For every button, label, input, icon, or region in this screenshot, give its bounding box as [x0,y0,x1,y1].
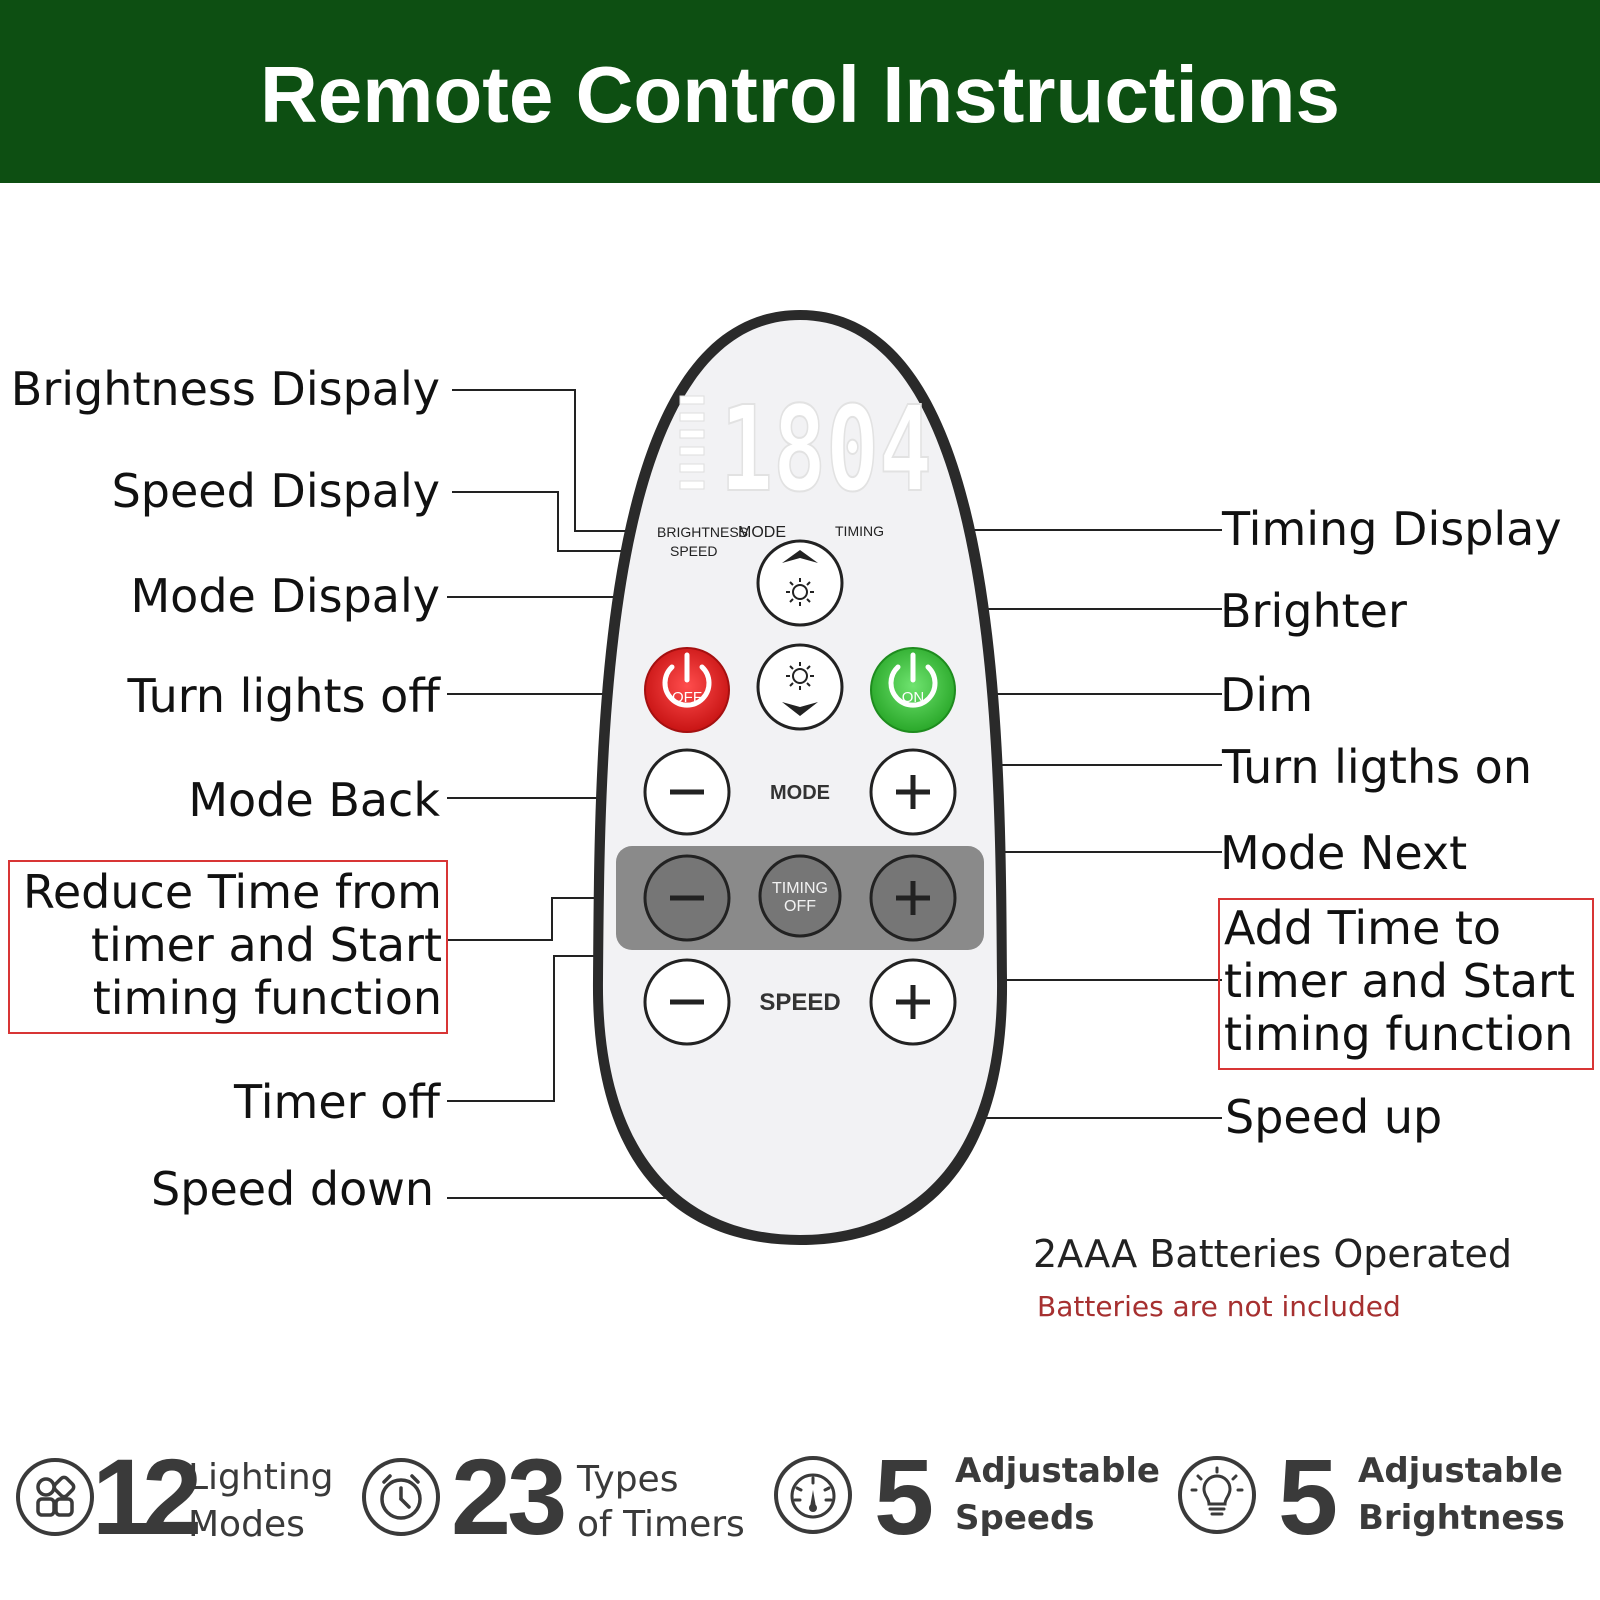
label-speed-down: Speed down [151,1162,434,1216]
reduce-time-button[interactable] [643,854,731,942]
timer-icon [362,1458,440,1536]
off-label: OFF [672,689,702,706]
label-dim: Dim [1220,668,1314,722]
feature-number-speeds: 5 [874,1436,935,1557]
feature-text-timers-1: Types [577,1459,679,1500]
digit-readout: 1804 [720,380,932,518]
page-title: Remote Control Instructions [259,50,1341,139]
label-mode-back: Mode Back [188,773,440,827]
label-timer-off: Timer off [234,1075,440,1129]
brightness-bar [679,446,705,456]
timing-off-button[interactable]: TIMING OFF [758,854,842,938]
timing-off-line2: OFF [784,898,816,915]
reduce-time-box: Reduce Time from timer and Start timing … [8,860,448,1034]
feature-text-lighting-1: Lighting [188,1457,334,1498]
feature-number-lighting: 12 [92,1436,202,1557]
feature-text-speeds-2: Speeds [955,1498,1095,1538]
label-reduce-time: Reduce Time from timer and Start timing … [22,865,442,1025]
header-banner: Remote Control Instructions [0,0,1600,183]
batteries-info: 2AAA Batteries Operated [1033,1232,1513,1276]
lightbulb-icon [1178,1456,1256,1534]
label-turn-lights-off: Turn lights off [127,669,440,723]
display-brightness-label: BRIGHTNESS [657,524,748,540]
feature-text-brightness-1: Adjustable [1358,1451,1563,1491]
label-mode-display: Mode Dispaly [130,569,440,623]
connector-brightness [452,389,655,532]
sun-icon [786,578,814,606]
dim-button[interactable] [756,643,844,731]
display-mode-label: MODE [738,524,786,541]
feature-number-brightness: 5 [1278,1436,1339,1557]
feature-text-timers-2: of Timers [577,1504,745,1545]
arrow-up-icon [782,550,818,563]
add-time-button[interactable] [869,854,957,942]
brighter-button[interactable] [756,539,844,627]
arrow-down-icon [782,702,818,716]
mode-next-button[interactable] [869,748,957,836]
off-button[interactable]: OFF [644,647,730,733]
brightness-bar [679,429,705,439]
feature-text-brightness-2: Brightness [1358,1498,1565,1538]
feature-number-timers: 23 [451,1436,567,1557]
power-icon [888,664,938,708]
on-label: ON [902,689,925,706]
label-brighter: Brighter [1220,584,1407,638]
speed-down-button[interactable] [643,958,731,1046]
speedometer-icon [774,1456,852,1534]
connector-speed [452,491,655,552]
digit-display: 1804 [679,379,933,519]
display-speed-label: SPEED [670,543,717,559]
timing-off-line1: TIMING [772,880,828,897]
batteries-note: Batteries are not included [1037,1290,1401,1323]
mode-back-button[interactable] [643,748,731,836]
label-mode-next: Mode Next [1220,826,1468,880]
feature-text-lighting-2: Modes [188,1504,305,1545]
brightness-bar [679,480,705,490]
label-speed-display: Speed Dispaly [111,464,440,518]
add-time-box: Add Time to timer and Start timing funct… [1218,898,1594,1070]
label-brightness-display: Brightness Dispaly [10,362,440,416]
brightness-bar [679,395,705,405]
brightness-bar [679,412,705,422]
label-turn-lights-on: Turn ligths on [1222,740,1532,794]
label-speed-up: Speed up [1225,1090,1443,1144]
label-timing-display: Timing Display [1222,502,1562,556]
speed-up-button[interactable] [869,958,957,1046]
lighting-modes-icon [16,1458,94,1536]
feature-text-speeds-1: Adjustable [955,1451,1160,1491]
display-timing-label: TIMING [835,523,884,539]
label-add-time: Add Time to timer and Start timing funct… [1224,901,1575,1061]
power-icon [662,664,712,708]
speed-row-label: SPEED [759,989,840,1016]
on-button[interactable]: ON [870,647,956,733]
mode-row-label: MODE [770,782,830,804]
brightness-bar [679,463,705,473]
sun-icon [786,662,814,690]
